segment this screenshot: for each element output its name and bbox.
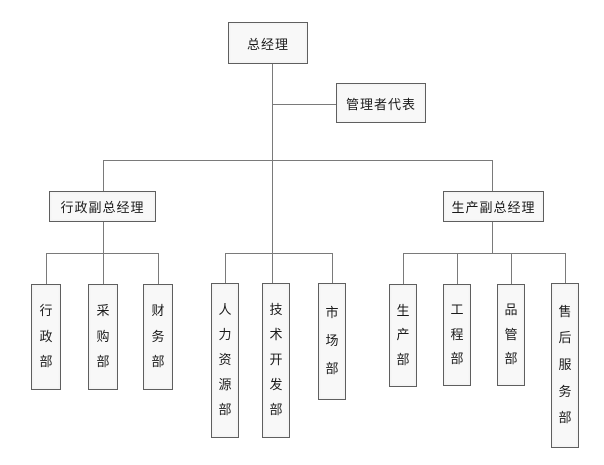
connector-admin-feeder [103,160,104,191]
node-dept-after-sales: 售后服务部 [551,283,579,448]
node-management-representative: 管理者代表 [336,83,426,123]
connector-drop [225,253,226,283]
node-dept-production: 生产部 [389,284,417,387]
connector-admin-sub-horizontal [46,253,158,254]
connector-drop [403,253,404,284]
connector-drop [565,253,566,284]
connector-rep [272,104,336,105]
node-admin-vice-gm: 行政副总经理 [49,191,156,222]
connector-central-sub-horizontal [225,253,332,254]
node-dept-engineering: 工程部 [443,284,471,386]
node-general-manager: 总经理 [228,22,308,64]
connector-drop [457,253,458,284]
node-dept-human-resources: 人力资源部 [211,283,239,438]
node-dept-quality: 品管部 [497,284,525,386]
connector-prod-drop [492,222,493,253]
connector-prod-feeder [492,160,493,191]
node-dept-tech-development: 技术开发部 [262,283,290,438]
connector-drop [511,253,512,284]
connector-drop [46,253,47,284]
node-dept-marketing: 市场部 [318,283,346,400]
connector-prod-sub-horizontal [403,253,565,254]
node-dept-purchasing: 采购部 [88,284,118,390]
node-production-vice-gm: 生产副总经理 [443,191,544,222]
connector-drop [332,253,333,283]
node-dept-finance: 财务部 [143,284,173,390]
connector-main-horizontal [103,160,492,161]
connector-drop [158,253,159,284]
node-dept-admin: 行政部 [31,284,61,390]
connector-trunk [272,64,273,283]
